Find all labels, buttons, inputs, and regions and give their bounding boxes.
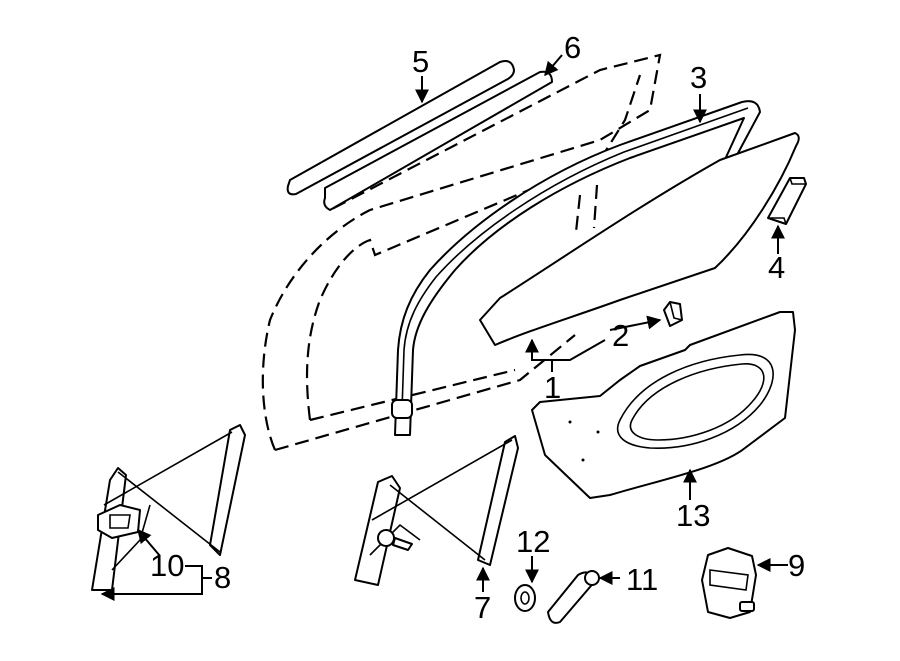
callout-6: 6 (564, 30, 581, 65)
callout-3: 3 (690, 60, 707, 95)
callout-10: 10 (150, 548, 184, 583)
callout-labels: 1 2 3 4 5 6 7 8 9 10 11 12 13 (150, 30, 805, 625)
leader-lines (100, 54, 788, 601)
callout-13: 13 (676, 498, 710, 533)
door-frame-outline (261, 53, 662, 452)
callout-9: 9 (788, 548, 805, 583)
glass-clip (663, 301, 683, 327)
grommet (514, 584, 536, 612)
callout-12: 12 (516, 524, 550, 559)
left-window-regulator (91, 424, 246, 591)
callout-2: 2 (612, 318, 629, 353)
callout-4: 4 (768, 250, 785, 285)
callout-5: 5 (412, 44, 429, 79)
callout-8: 8 (214, 560, 231, 595)
window-motor (701, 547, 757, 619)
callout-7: 7 (474, 590, 491, 625)
callout-1: 1 (544, 370, 561, 405)
door-glass (479, 132, 800, 346)
callout-11: 11 (626, 562, 658, 597)
outer-belt-molding (286, 60, 515, 196)
glass-run-channel (391, 100, 761, 436)
water-deflector-panel (531, 311, 796, 499)
window-crank-handle (547, 570, 600, 624)
window-regulator (354, 435, 519, 586)
glass-stop-wedge (767, 177, 807, 225)
